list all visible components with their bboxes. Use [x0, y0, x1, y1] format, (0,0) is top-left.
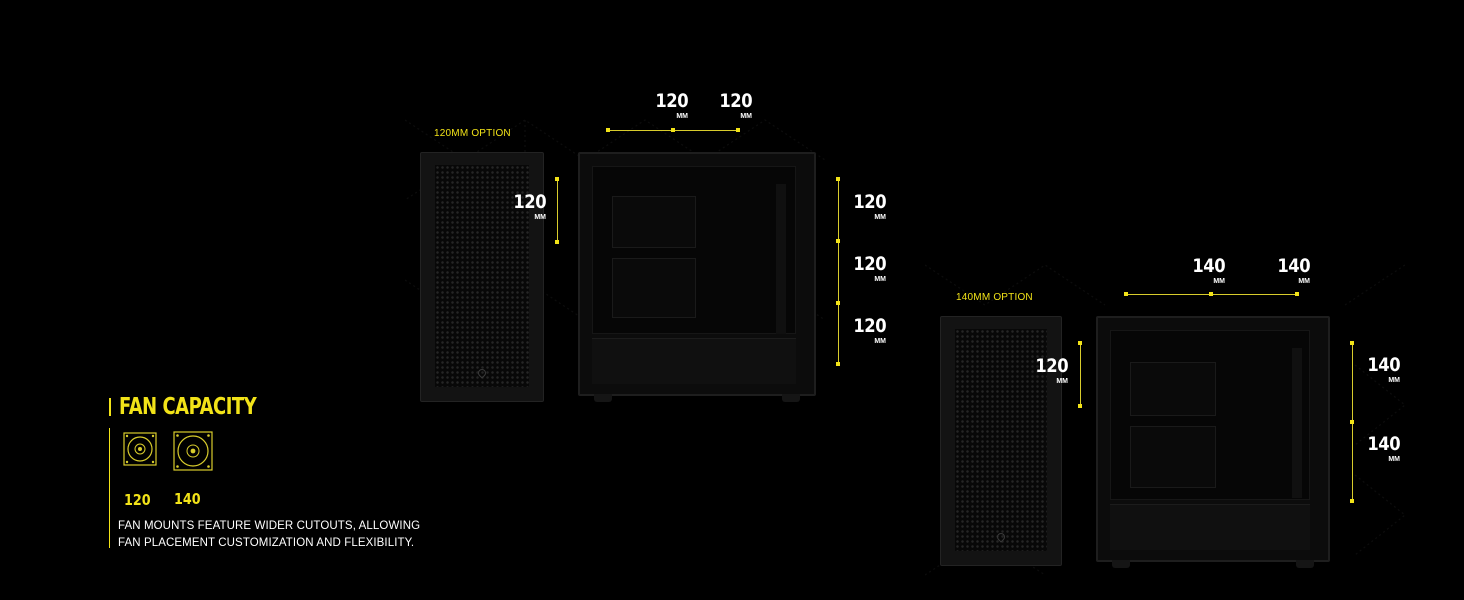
dimension-marker [836, 362, 840, 366]
case-foot [1112, 560, 1130, 568]
front-fan-dimension: 120 MM [853, 253, 887, 283]
case-foot [594, 394, 612, 402]
dimension-marker [1078, 341, 1082, 345]
front-fan-dimension: 120 MM [853, 191, 887, 221]
dimension-marker [1350, 420, 1354, 424]
top-fan-dimension: 140 MM [1277, 255, 1311, 285]
dimension-marker [1350, 499, 1354, 503]
dimension-marker [1295, 292, 1299, 296]
front-mesh-panel [435, 165, 529, 387]
case-front-view-140 [940, 316, 1062, 566]
fan-capacity-description: FAN MOUNTS FEATURE WIDER CUTOUTS, ALLOWI… [118, 518, 478, 552]
case-front-view-120 [420, 152, 544, 402]
psu-shroud [592, 338, 796, 384]
motherboard-tray [612, 258, 696, 318]
fan-capacity-title: FAN CAPACITY [119, 394, 257, 420]
case-foot [1296, 560, 1314, 568]
background-pattern-right [925, 264, 1406, 576]
case-foot [782, 394, 800, 402]
front-fan-dimension: 140 MM [1367, 354, 1401, 384]
dimension-marker [555, 240, 559, 244]
option-label-140mm: 140MM OPTION [956, 292, 1033, 303]
fan-capacity-title-bar [109, 398, 111, 416]
description-line: FAN PLACEMENT CUSTOMIZATION AND FLEXIBIL… [118, 537, 415, 549]
fan-140-icon [173, 431, 213, 471]
dimension-marker [1209, 292, 1213, 296]
description-line: FAN MOUNTS FEATURE WIDER CUTOUTS, ALLOWI… [118, 520, 421, 532]
fan-size-140: 140 [174, 490, 201, 508]
front-dimension-line [838, 179, 839, 364]
dimension-marker [836, 177, 840, 181]
fan-capacity-accent-bar [109, 428, 110, 548]
top-fan-dimension: 140 MM [1192, 255, 1226, 285]
dimension-marker [671, 128, 675, 132]
dimension-marker [836, 301, 840, 305]
rear-dimension-line [1080, 343, 1081, 406]
dimension-marker [1078, 404, 1082, 408]
dimension-marker [555, 177, 559, 181]
top-fan-dimension: 120 MM [719, 90, 753, 120]
case-side-view-140 [1096, 316, 1330, 568]
front-fan-dimension: 120 MM [853, 315, 887, 345]
case-side-view-120 [578, 152, 816, 402]
front-fan-dimension: 140 MM [1367, 433, 1401, 463]
dimension-marker [606, 128, 610, 132]
fan-size-120: 120 [124, 491, 151, 509]
dimension-marker [1350, 341, 1354, 345]
fan-120-icon [123, 432, 157, 466]
motherboard-tray [1130, 426, 1216, 488]
dimension-marker [836, 239, 840, 243]
dimension-marker [1124, 292, 1128, 296]
front-mesh-panel [955, 329, 1047, 551]
dimension-marker [736, 128, 740, 132]
front-fan-bracket [776, 184, 786, 334]
motherboard-area [612, 196, 696, 248]
rear-dimension-line [557, 179, 558, 242]
psu-shroud [1110, 504, 1310, 550]
top-fan-dimension: 120 MM [655, 90, 689, 120]
rear-fan-dimension: 120 MM [513, 191, 547, 221]
rear-fan-dimension: 120 MM [1035, 355, 1069, 385]
motherboard-area [1130, 362, 1216, 416]
front-fan-bracket [1292, 348, 1302, 498]
option-label-120mm: 120MM OPTION [434, 128, 511, 139]
